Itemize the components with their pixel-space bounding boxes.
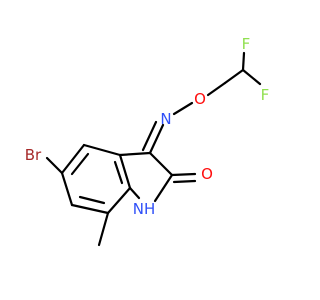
- bond-c3-c2: [148, 151, 174, 177]
- bond-n-o-ether: [172, 101, 194, 116]
- bond-c3-n-oxime: [148, 123, 165, 155]
- bond-c5-br: [45, 156, 64, 175]
- bond-c6-c7: [70, 203, 110, 215]
- atom-nh: NH: [133, 200, 156, 218]
- atom-o-ether: O: [194, 90, 206, 108]
- bond-c7a-c3a-inner: [113, 160, 124, 185]
- bonds: [45, 51, 262, 247]
- bond-c3a-c3: [118, 151, 152, 157]
- bond-c4-c5: [60, 143, 86, 175]
- bond-ch2-chf2: [223, 68, 245, 85]
- atom-o-carbonyl: O: [201, 165, 213, 183]
- bond-c7-methyl: [97, 211, 110, 247]
- bond-c3a-c4: [82, 143, 122, 157]
- molecule-structure: Br N O F F O NH: [25, 35, 270, 247]
- bond-c5-c6: [60, 171, 74, 207]
- bond-c7a-c3a: [118, 153, 132, 190]
- bond-n1-c7a: [128, 186, 141, 200]
- bond-c4-c5-inner: [70, 152, 90, 176]
- bond-c2-n1: [153, 173, 174, 203]
- bond-c-f2: [241, 68, 262, 86]
- bond-c-f1: [241, 51, 246, 72]
- atom-br: Br: [25, 146, 42, 164]
- atom-n-oxime: N: [160, 110, 171, 128]
- bond-c2-o-carbonyl-2: [172, 179, 197, 184]
- bond-c2-o-carbonyl: [170, 172, 197, 177]
- bond-c6-c7-inner: [78, 195, 106, 205]
- bond-c3-n-oxime-2: [141, 120, 158, 152]
- atom-f1: F: [242, 35, 251, 53]
- atom-f2: F: [261, 86, 270, 104]
- bond-o-ch2: [206, 81, 227, 97]
- atom-labels: Br N O F F O NH: [25, 35, 270, 218]
- bond-c7-c7a: [106, 186, 132, 215]
